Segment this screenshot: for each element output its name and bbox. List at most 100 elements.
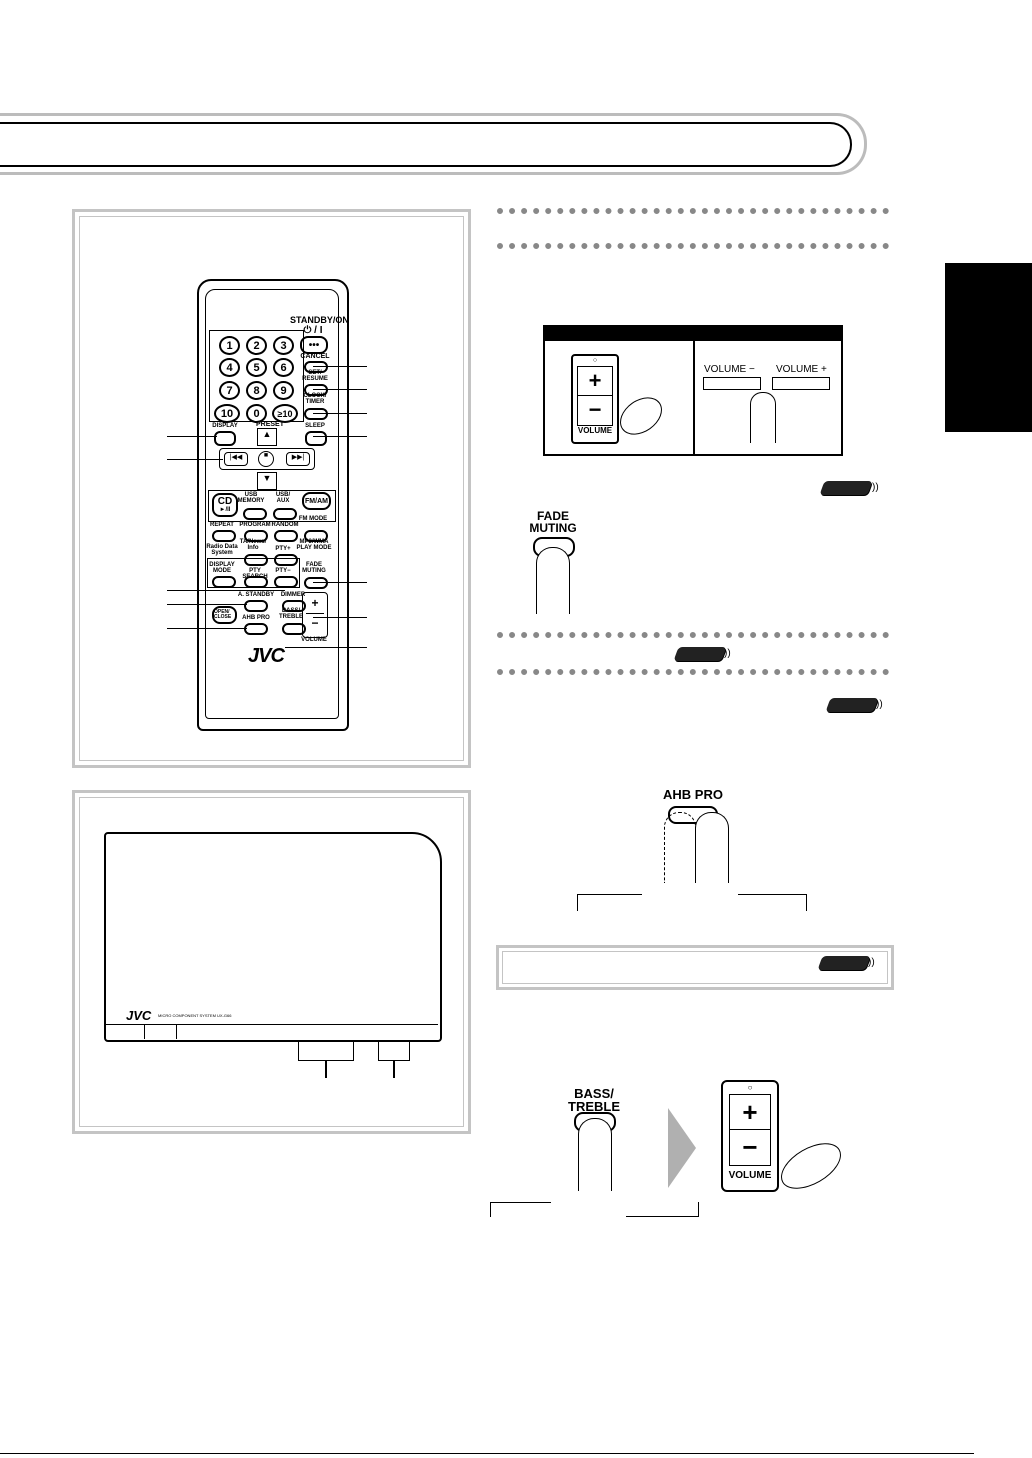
cycle-arrow-right <box>738 894 807 911</box>
skip-back-button[interactable]: |◀◀ <box>224 452 248 466</box>
dimmer-button[interactable] <box>282 600 306 612</box>
unit-brand-logo: JVC <box>126 1008 152 1023</box>
volume-label-left: VOLUME <box>577 426 613 435</box>
leader-dimmer <box>167 590 285 591</box>
finger-icon <box>664 812 696 883</box>
preset-down-button[interactable]: ▼ <box>257 472 277 490</box>
remote-only-icon <box>673 647 727 661</box>
ta-news-info-label: TA/News/ Info <box>239 539 267 551</box>
ta-news-info-button[interactable] <box>244 554 268 566</box>
num-button-7[interactable]: 7 <box>219 381 240 400</box>
signal-icon: )) <box>876 699 883 710</box>
vol-plus-button[interactable] <box>772 377 830 390</box>
num-button-10[interactable]: 10 <box>214 404 240 423</box>
section-header-bar <box>0 113 867 175</box>
fm-mode-button[interactable] <box>304 530 328 542</box>
random-button[interactable] <box>274 530 298 542</box>
remote-brand-logo: JVC <box>248 645 285 667</box>
sleep-label: SLEEP <box>305 423 325 429</box>
bass-treble-label-remote: BASS/ TREBLE <box>279 608 303 620</box>
unit-bracket-left <box>298 1042 354 1061</box>
stop-button[interactable]: ■ <box>258 451 274 467</box>
finger-icon <box>773 1133 849 1199</box>
cycle-arrow-left <box>490 1202 551 1217</box>
usb-memory-label: USB MEMORY <box>237 492 265 504</box>
num-button-4[interactable]: 4 <box>219 358 240 377</box>
cancel-button[interactable] <box>304 361 328 373</box>
source-frame <box>208 490 336 522</box>
unit-control-strip <box>104 1024 438 1039</box>
finger-icon <box>536 547 570 614</box>
a-standby-button[interactable] <box>244 600 268 612</box>
unit-pointer-left <box>325 1060 327 1078</box>
volume-knob-right[interactable]: ○ + − VOLUME <box>721 1080 779 1192</box>
clock-timer-label: CLOCK/ TIMER <box>303 393 327 405</box>
program-button[interactable] <box>244 530 268 542</box>
display-label: DISPLAY <box>212 423 238 429</box>
pty-minus-button[interactable] <box>274 576 298 588</box>
set-resume-button[interactable] <box>304 384 328 396</box>
remote-only-icon <box>817 956 871 970</box>
sleep-button[interactable] <box>305 431 327 446</box>
remote-only-icon <box>825 698 879 712</box>
vol-minus-button[interactable] <box>703 377 761 390</box>
clock-timer-button[interactable] <box>304 408 328 420</box>
mp3-play-mode-label: MP3/WMA PLAY MODE <box>296 539 332 551</box>
bass-treble-button-remote[interactable] <box>282 623 306 635</box>
remote-control <box>197 279 349 731</box>
leader-cancel <box>313 366 367 367</box>
num-button-2[interactable]: 2 <box>246 336 267 355</box>
num-button-10plus[interactable]: ≥10 <box>272 404 298 423</box>
next-step-arrow-icon <box>668 1108 696 1188</box>
repeat-label: REPEAT <box>210 522 234 528</box>
display-mode-button[interactable] <box>212 576 236 588</box>
fm-am-button[interactable]: FM/AM <box>302 492 331 510</box>
sub-section-box <box>496 945 894 990</box>
display-button[interactable] <box>214 431 236 446</box>
num-button-0[interactable]: 0 <box>246 404 267 423</box>
preset-label: PRESET <box>255 421 284 428</box>
leader-fade <box>313 582 367 583</box>
preset-up-button[interactable]: ▲ <box>257 428 277 446</box>
fade-muting-button-remote[interactable] <box>304 577 328 589</box>
remote-volume-rocker[interactable]: + − <box>302 592 328 638</box>
volume-knob-left[interactable]: ○ + − VOLUME <box>571 354 619 444</box>
dotted-rule-1 <box>497 208 889 214</box>
usb-aux-button[interactable] <box>273 508 297 520</box>
unit-frame <box>72 790 471 1134</box>
dotted-rule-3 <box>497 632 889 638</box>
signal-icon: )) <box>868 957 875 968</box>
leader-clock <box>313 413 367 414</box>
display-mode-label: DISPLAY MODE <box>209 562 235 574</box>
num-button-5[interactable]: 5 <box>246 358 267 377</box>
num-button-1[interactable]: 1 <box>219 336 240 355</box>
ahb-pro-label-remote: AHB PRO <box>242 615 270 621</box>
finger-icon <box>695 812 729 883</box>
vol-plus-label: VOLUME + <box>776 364 827 375</box>
cycle-arrow-left <box>577 894 642 911</box>
remote-only-icon <box>819 481 873 495</box>
usb-memory-button[interactable] <box>243 508 267 520</box>
random-label: RANDOM <box>271 522 299 528</box>
footer-rule <box>0 1453 974 1454</box>
num-button-6[interactable]: 6 <box>273 358 294 377</box>
fade-muting-label: FADE MUTING <box>529 509 577 535</box>
ahb-pro-button-remote[interactable] <box>244 623 268 635</box>
pty-search-button[interactable] <box>244 576 268 588</box>
unit-model-text: MICRO COMPONENT SYSTEM UX-G66 <box>158 1013 232 1018</box>
open-close-button[interactable]: OPEN/ CLOSE <box>212 606 237 624</box>
num-button-8[interactable]: 8 <box>246 381 267 400</box>
leader-set <box>313 389 367 390</box>
pty-plus-button[interactable] <box>274 554 298 566</box>
dotted-rule-2 <box>497 243 889 249</box>
num-button-9[interactable]: 9 <box>273 381 294 400</box>
remote-volume-label: VOLUME <box>301 637 327 643</box>
leader-volume <box>313 617 367 618</box>
cd-button[interactable]: CD►/II <box>212 493 238 517</box>
volume-panel <box>543 325 843 456</box>
num-button-3[interactable]: 3 <box>273 336 294 355</box>
main-unit <box>104 832 442 1042</box>
standby-button[interactable]: ••• <box>300 336 328 354</box>
repeat-button[interactable] <box>212 530 236 542</box>
skip-forward-button[interactable]: ▶▶| <box>286 452 310 466</box>
